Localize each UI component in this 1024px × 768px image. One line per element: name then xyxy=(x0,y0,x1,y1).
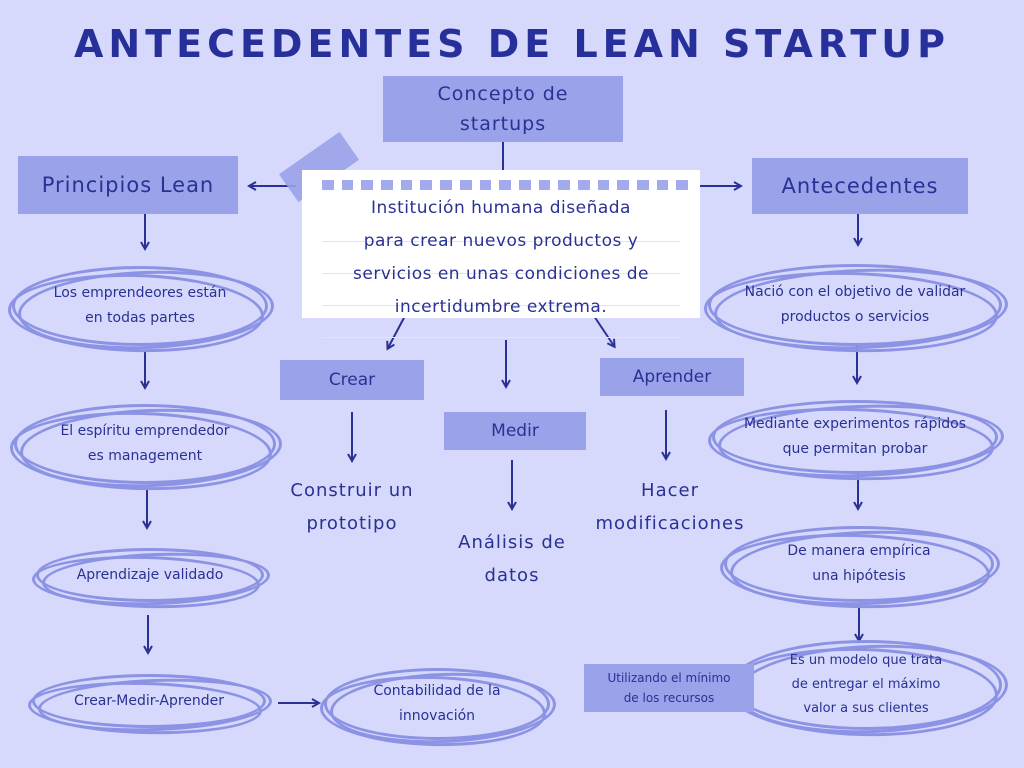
antecedentes-header: Antecedentes xyxy=(752,158,968,214)
definition-text: Institución humana diseñada para crear n… xyxy=(353,198,649,317)
concept-label-line2: startups xyxy=(459,113,547,135)
concept-box: Concepto de startups xyxy=(383,76,623,142)
page-title: ANTECEDENTES DE LEAN STARTUP xyxy=(74,22,950,66)
definition-note: Institución humana diseñada para crear n… xyxy=(302,170,700,338)
step-medir: Medir xyxy=(444,412,586,450)
concept-label-line1: Concepto de xyxy=(437,83,569,105)
left-item-3: Aprendizaje validado xyxy=(31,548,271,611)
step-crear: Crear xyxy=(280,360,424,400)
principios-header: Principios Lean xyxy=(18,156,238,214)
left-item-4: Crear-Medir-Aprender xyxy=(27,674,273,738)
step-aprender: Aprender xyxy=(600,358,744,396)
note-ruled-lines xyxy=(322,210,680,338)
note-perforation xyxy=(322,180,689,190)
